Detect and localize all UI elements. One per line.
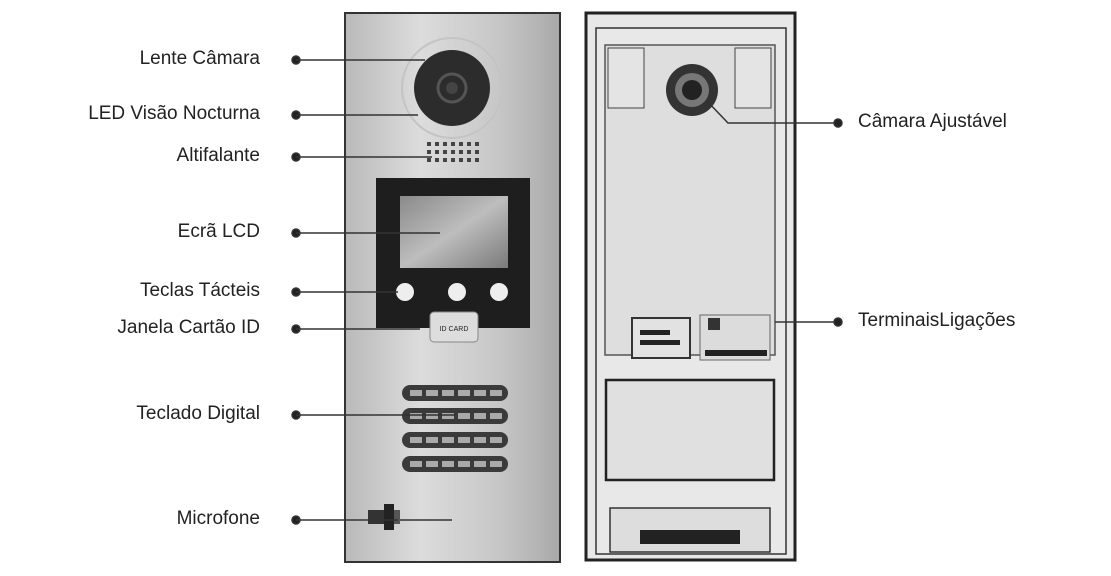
keypad-key [442, 437, 454, 443]
keypad-key [442, 461, 454, 467]
keypad-key [490, 461, 502, 467]
label-teclado-digital: Teclado Digital [136, 403, 260, 424]
digital-keypad [402, 385, 508, 472]
speaker-grille [427, 142, 479, 162]
label-lente-camara: Lente Câmara [139, 48, 260, 69]
keypad-key [490, 390, 502, 396]
keypad-key [410, 390, 422, 396]
keypad-row [402, 432, 508, 448]
label-microfone: Microfone [176, 508, 260, 529]
leader-line [705, 99, 838, 124]
leader-dot [833, 118, 843, 128]
front-panel [344, 12, 561, 563]
keypad-key [490, 413, 502, 419]
id-card-window [429, 311, 479, 343]
keypad-key [474, 437, 486, 443]
keypad-key [410, 461, 422, 467]
label-teclas-tacteis: Teclas Tácteis [139, 280, 260, 301]
keypad-key [426, 461, 438, 467]
card-window-text: ID CARD [440, 326, 469, 333]
keypad-row [402, 408, 508, 424]
keypad-key [474, 461, 486, 467]
label-janela-cartao-id: Janela Cartão ID [117, 317, 260, 338]
label-altifalante: Altifalante [176, 145, 260, 166]
keypad-key [458, 390, 470, 396]
leader-dot [833, 317, 843, 327]
keypad-key [442, 413, 454, 419]
label-led-visao-nocturna: LED Visão Nocturna [88, 103, 260, 124]
keypad-key [410, 413, 422, 419]
keypad-key [458, 461, 470, 467]
keypad-key [426, 437, 438, 443]
label-right-1: TerminaisLigações [858, 310, 1016, 331]
touch-key-center [448, 283, 466, 301]
lcd-screen [400, 196, 508, 268]
touch-key-right [490, 283, 508, 301]
keypad-key [458, 413, 470, 419]
keypad-row [402, 456, 508, 472]
keypad-key [426, 413, 438, 419]
touch-key-left [396, 283, 414, 301]
label-right-0: Câmara Ajustável [858, 111, 1007, 132]
keypad-key [426, 390, 438, 396]
keypad-row [402, 385, 508, 401]
camera-ring [401, 37, 503, 139]
back-panel [584, 11, 797, 562]
keypad-key [490, 437, 502, 443]
keypad-key [474, 413, 486, 419]
keypad-key [410, 437, 422, 443]
keypad-key [458, 437, 470, 443]
label-ecra-lcd: Ecrã LCD [177, 221, 260, 242]
keypad-key [474, 390, 486, 396]
keypad-key [442, 390, 454, 396]
